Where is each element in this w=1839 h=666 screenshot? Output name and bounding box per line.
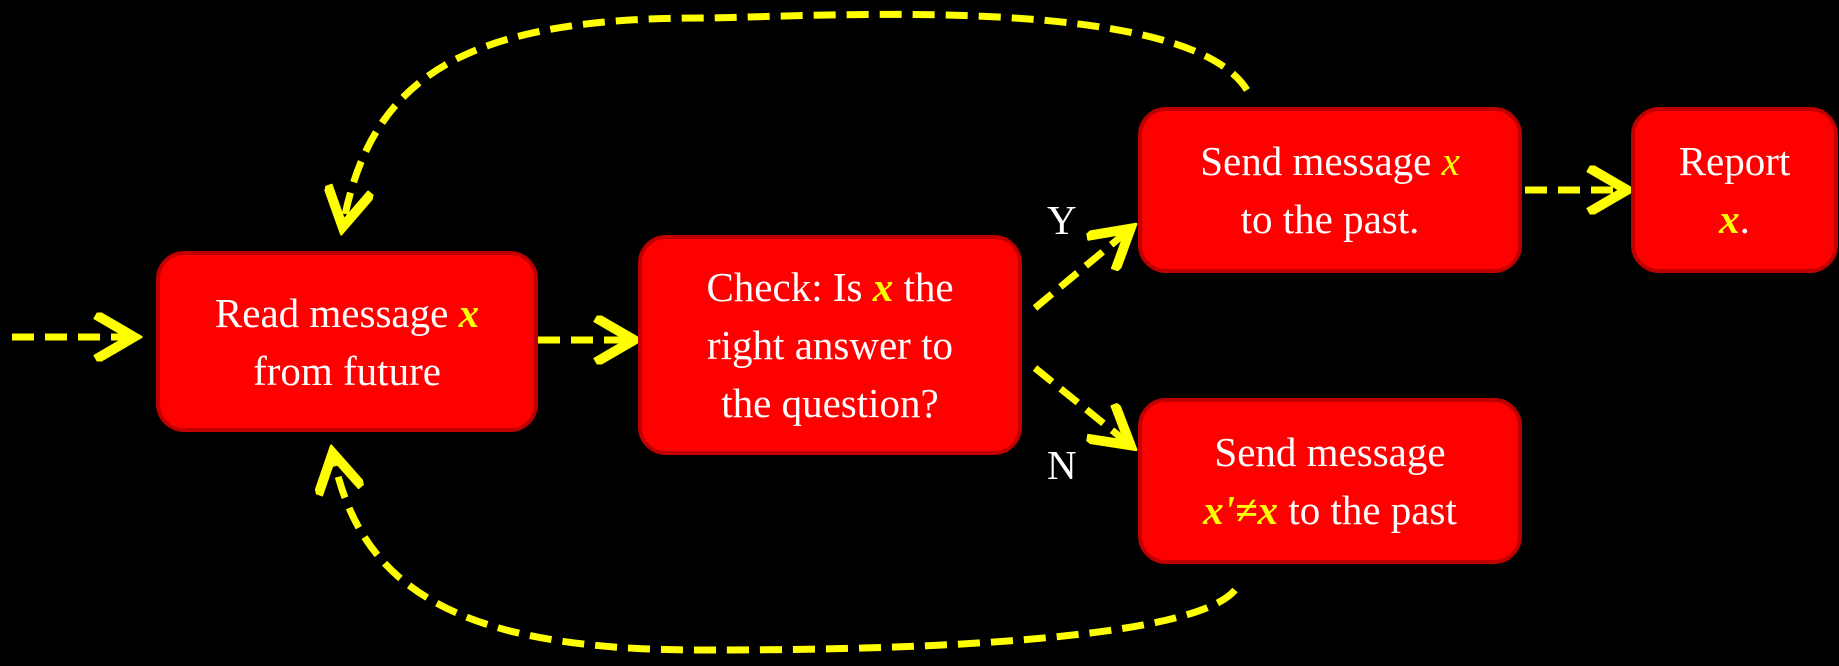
variable-x: x <box>1719 196 1740 242</box>
variable-x: x <box>1441 138 1460 184</box>
arrow-check-to-send-x <box>1032 230 1129 311</box>
read-message-box: Read message x from future <box>156 251 538 432</box>
variable-x: x <box>872 264 894 310</box>
check-line-2: right answer to <box>707 322 953 368</box>
read-message-text: Read message <box>214 289 459 336</box>
report-label: Report <box>1678 138 1791 184</box>
branch-label-yes: Y <box>1047 197 1077 243</box>
branch-label-no: N <box>1047 442 1077 488</box>
send-x-prefix: Send message <box>1200 138 1442 184</box>
send-x-prime-label: Send message <box>1214 429 1446 475</box>
arrow-check-to-send-x-prime <box>1032 365 1129 444</box>
send-x-destination: to the past. <box>1240 196 1420 242</box>
send-x-prime-box: Send message x'≠x to the past <box>1138 398 1522 564</box>
send-x-box: Send message x to the past. <box>1138 107 1522 273</box>
report-period: . <box>1739 196 1750 242</box>
send-x-prime-destination: to the past <box>1278 487 1457 533</box>
read-message-source: from future <box>253 347 441 394</box>
variable-x-prime-not-x: x'≠x <box>1203 487 1279 533</box>
loop-arrow-top <box>343 10 1250 225</box>
loop-arrow-bottom <box>333 455 1238 654</box>
variable-x: x <box>458 289 480 336</box>
report-box: Report x. <box>1631 107 1838 273</box>
check-answer-box: Check: Is x the right answer to the ques… <box>638 235 1022 455</box>
check-line-3: the question? <box>721 380 939 426</box>
check-suffix: the <box>893 264 954 310</box>
check-prefix: Check: Is <box>706 264 873 310</box>
